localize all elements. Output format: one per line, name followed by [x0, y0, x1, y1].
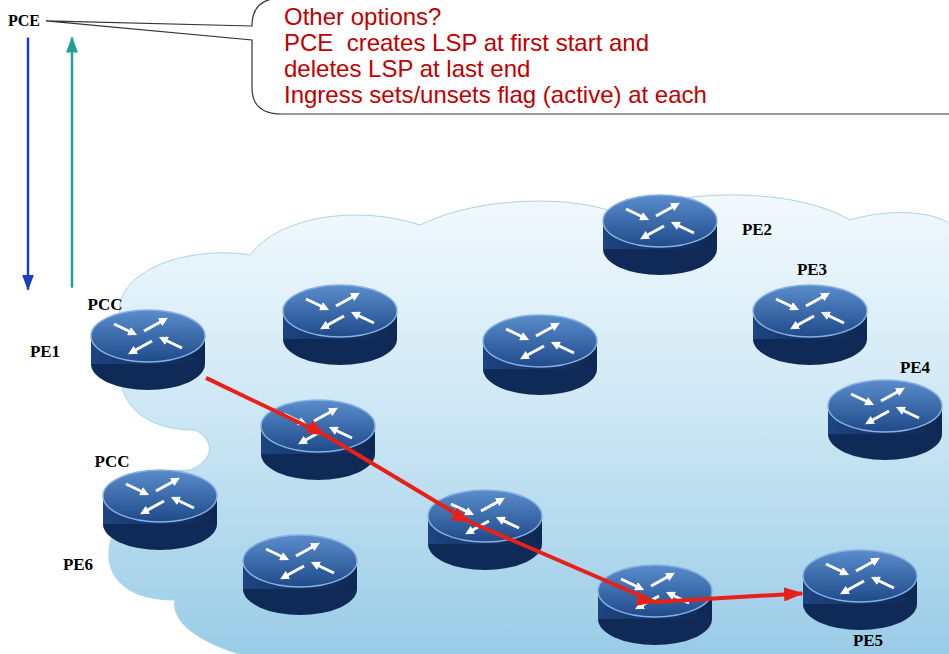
callout-text: Ingress sets/unsets flag (active) at eac…: [284, 82, 707, 108]
pe-router: PE2: [602, 194, 718, 276]
pcc-router: PCCPE6: [102, 469, 218, 551]
callout-note: Other options?PCE creates LSP at first s…: [284, 4, 707, 108]
callout-text: PCE creates LSP at first start and: [284, 30, 707, 56]
lsp-path: [206, 378, 802, 602]
router: [603, 195, 717, 275]
router-label: PE3: [797, 261, 827, 280]
router-label: PE4: [900, 359, 930, 378]
router-label: PCC: [95, 453, 130, 472]
router: [243, 535, 357, 615]
router-label: PE6: [63, 556, 93, 575]
pe-router: PE3: [752, 284, 868, 366]
report-arrow: [71, 38, 74, 288]
router: [91, 310, 205, 390]
router: [598, 565, 712, 645]
router: [803, 550, 917, 630]
router: [483, 315, 597, 395]
request-arrow: [27, 38, 30, 290]
router: [283, 285, 397, 365]
router-label: PCC: [88, 296, 123, 315]
router-label: PE1: [30, 343, 60, 362]
callout-text: Other options?: [284, 4, 707, 30]
router-label: PE2: [742, 221, 772, 240]
pcc-router: PCCPE1: [90, 309, 206, 391]
router: [828, 380, 942, 460]
network-cloud: [109, 195, 949, 654]
router: [103, 470, 217, 550]
pce-label: PCE: [8, 12, 40, 30]
pe-router: PE4: [827, 379, 943, 461]
pe-router: PE5: [802, 549, 918, 631]
callout-bubble: [46, 0, 949, 114]
router-label: PE5: [853, 632, 883, 651]
router: [753, 285, 867, 365]
node-label: PCE: [8, 12, 40, 30]
callout-text: deletes LSP at last end: [284, 56, 707, 82]
